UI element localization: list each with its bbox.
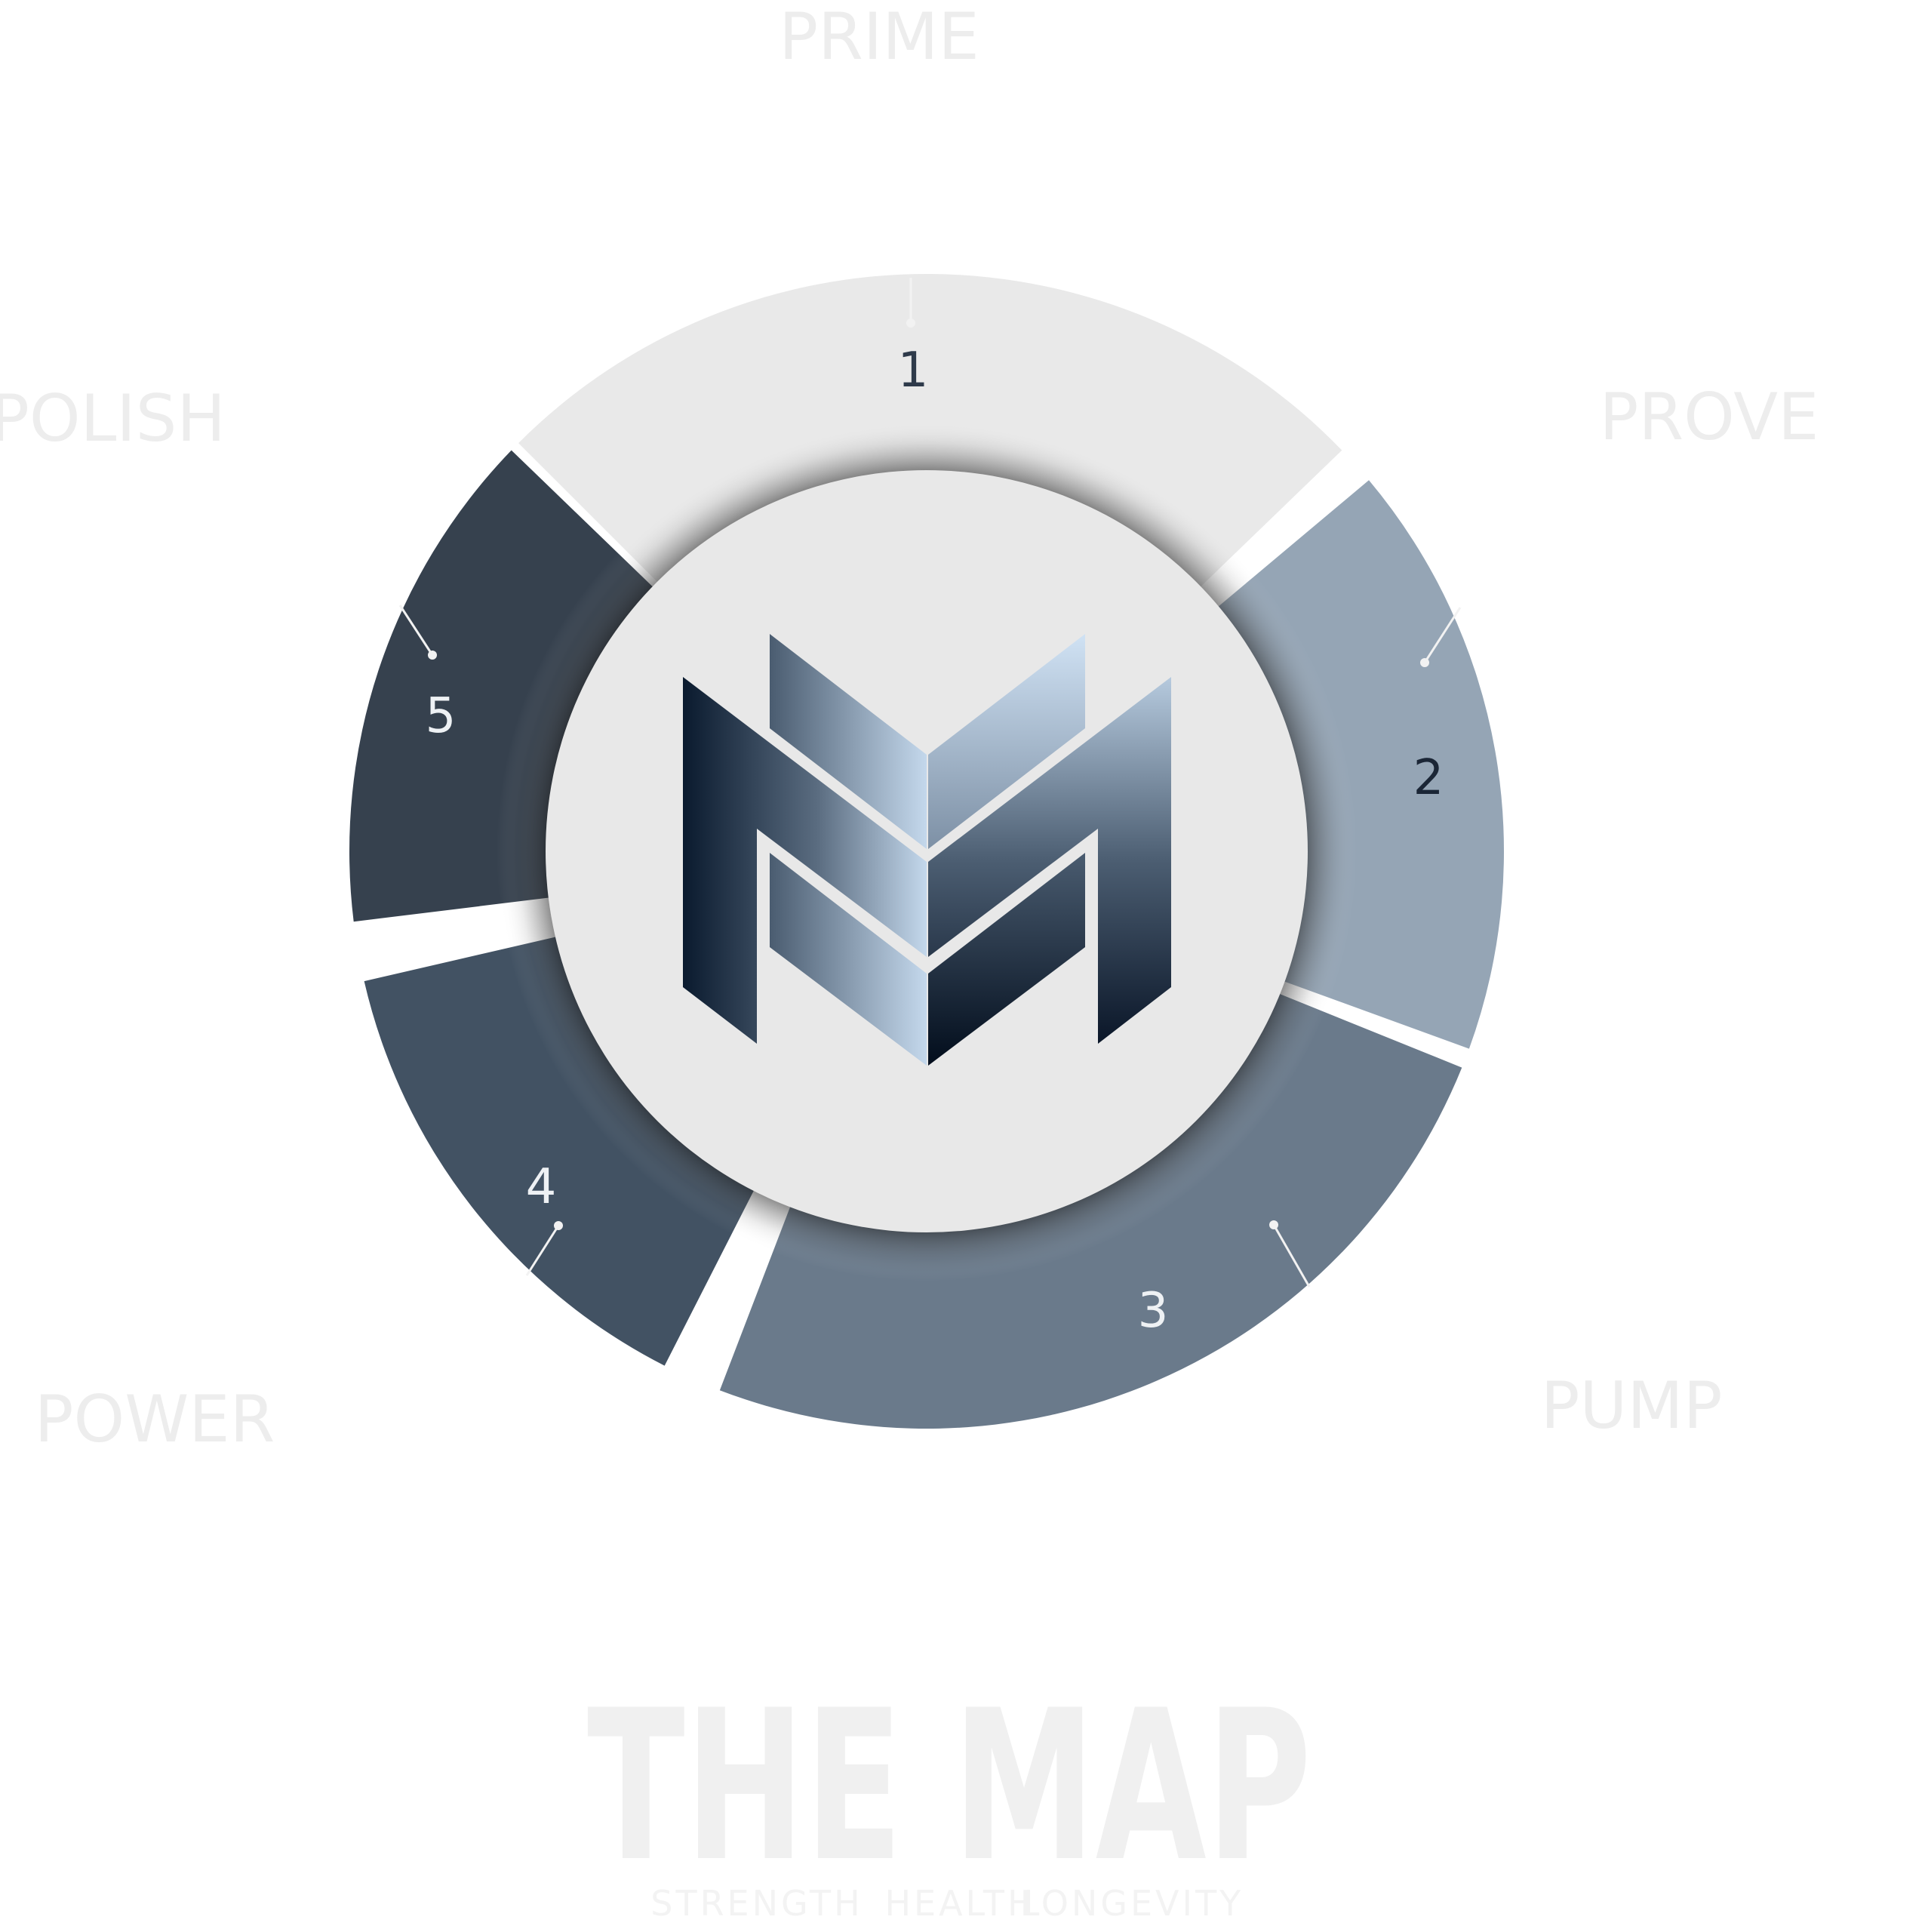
phase-label-pump: PUMP — [1541, 1368, 1723, 1444]
subtitle-word-health: HEALTH — [884, 1883, 1036, 1924]
subtitle-word-longevity: LONGEVITY — [1020, 1883, 1244, 1924]
phase-label-polish: POLISH — [0, 381, 226, 457]
segment-number-4: 4 — [526, 1159, 557, 1215]
callout-dot-3 — [1269, 1220, 1278, 1229]
mm-monogram-icon — [683, 634, 1171, 1066]
segment-number-1: 1 — [898, 343, 929, 398]
title: THE MAP — [587, 1666, 1312, 1907]
callout-line-2 — [1423, 607, 1462, 663]
callout-dot-4 — [554, 1221, 563, 1230]
phase-label-prove: PROVE — [1600, 380, 1819, 455]
center-disc — [546, 470, 1308, 1232]
subtitle-word-strength: STRENGTH — [650, 1883, 863, 1924]
callout-dot-1 — [906, 318, 915, 328]
callout-line-3 — [1272, 1224, 1311, 1287]
phase-label-power: POWER — [35, 1382, 275, 1457]
callout-line-5 — [398, 605, 434, 656]
ring-segment-4 — [364, 928, 771, 1366]
phase-label-prime: PRIME — [779, 0, 979, 75]
segment-number-2: 2 — [1413, 750, 1444, 806]
callout-dot-2 — [1420, 658, 1429, 667]
ring-segment-5 — [349, 450, 680, 922]
callout-dot-5 — [428, 651, 437, 660]
callout-line-4 — [525, 1225, 560, 1276]
callout-leaders — [398, 278, 1462, 1287]
segment-number-5: 5 — [426, 688, 457, 744]
segment-number-3: 3 — [1138, 1283, 1169, 1339]
